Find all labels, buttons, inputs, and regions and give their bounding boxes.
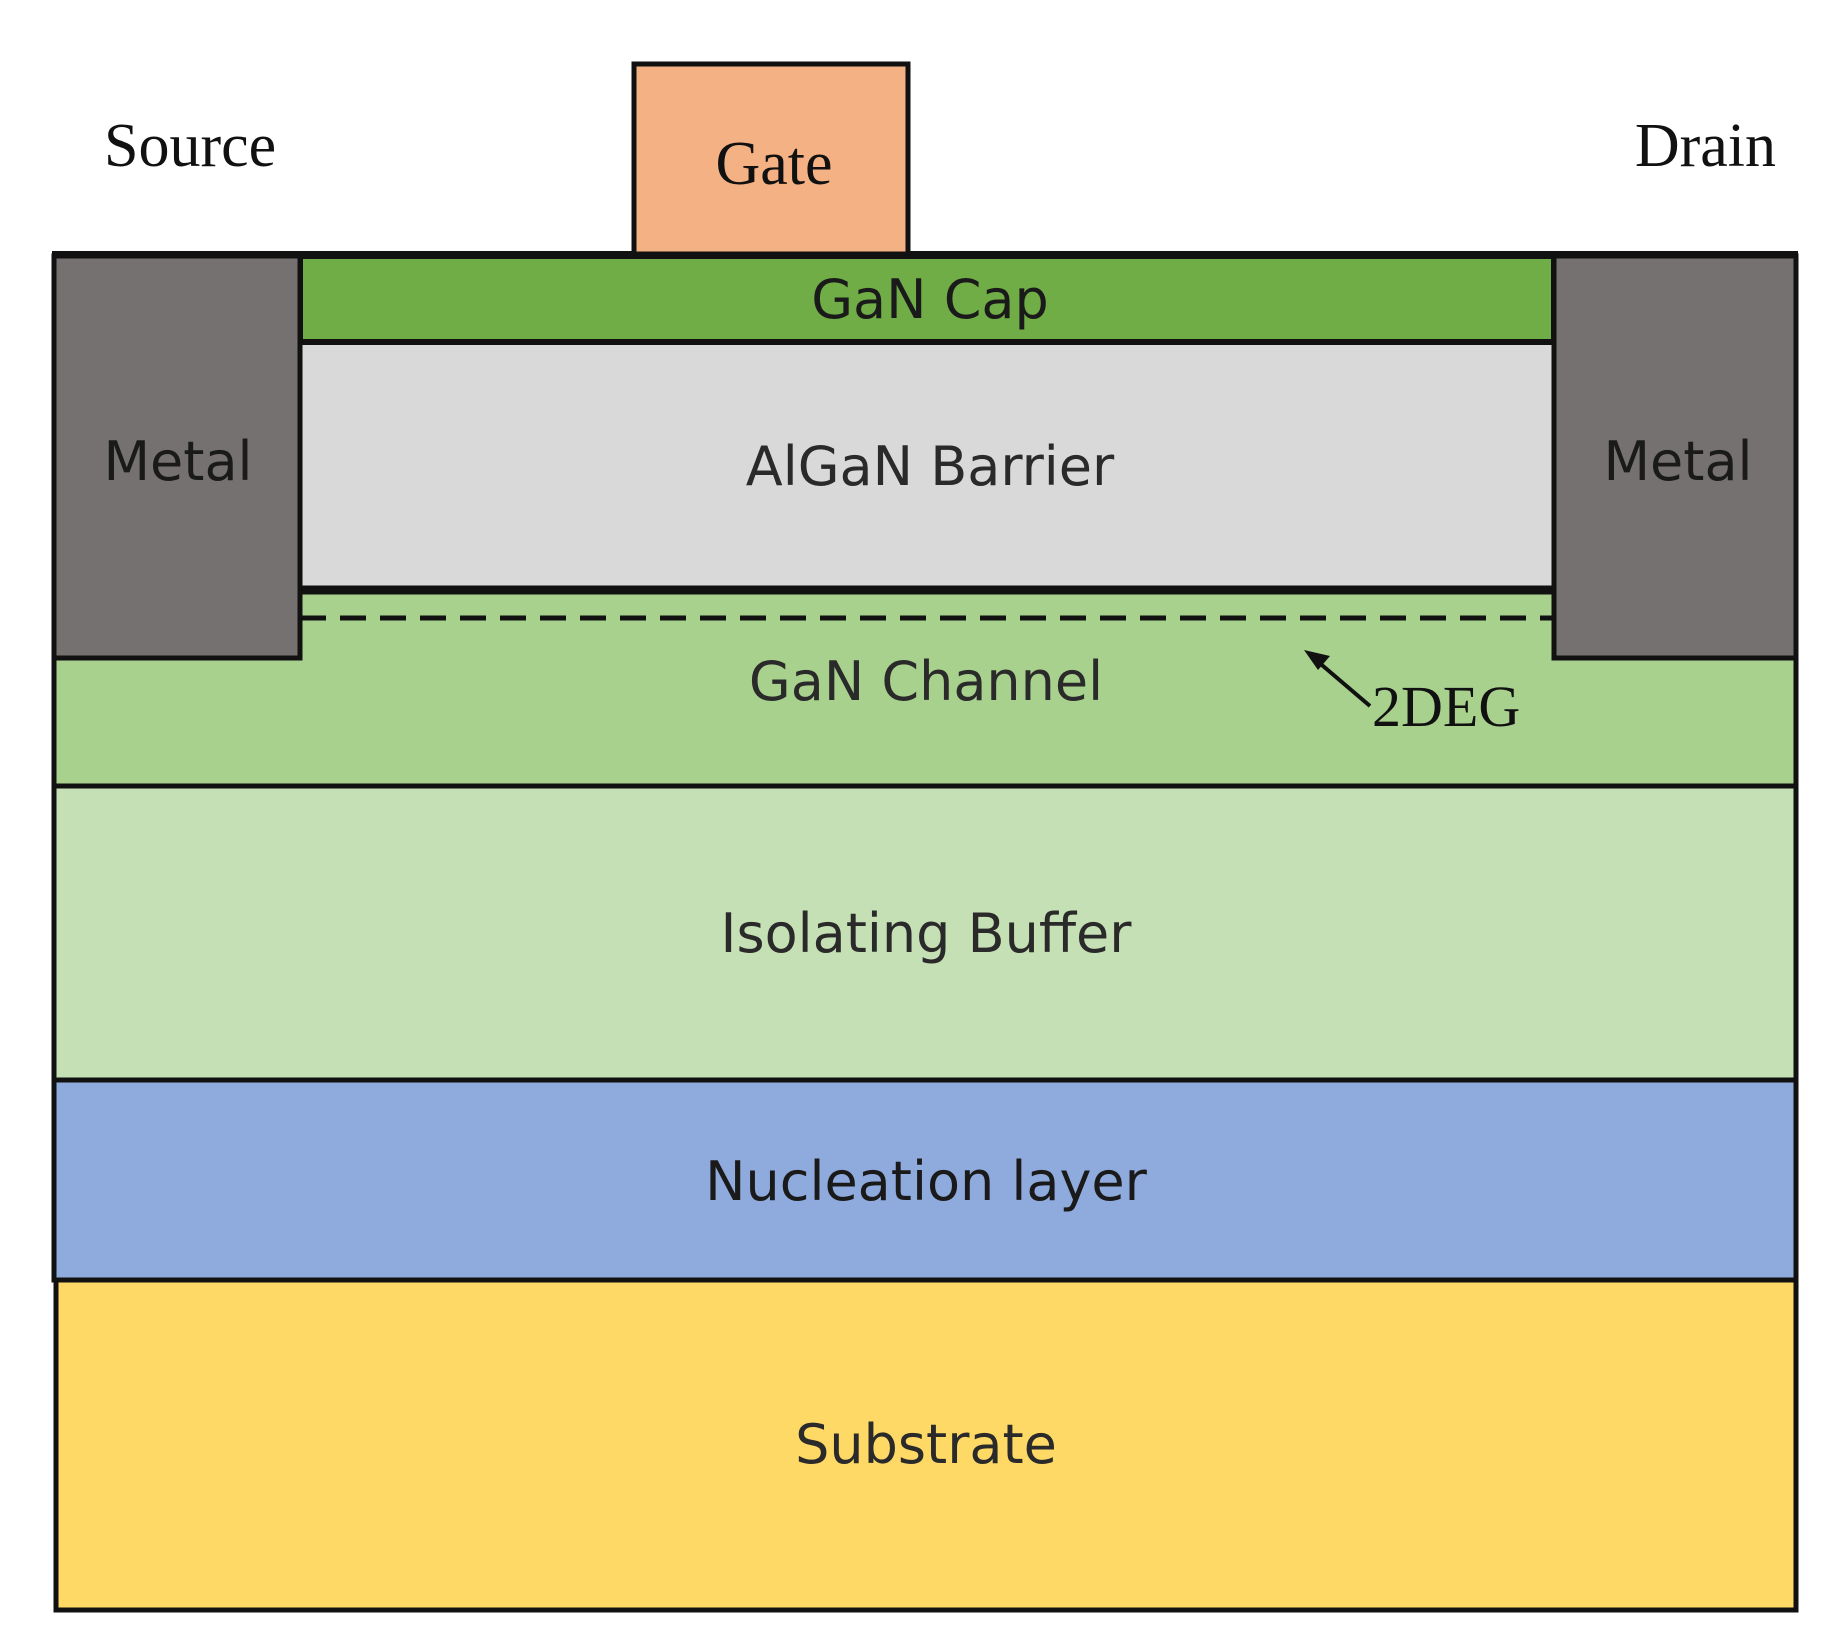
gan-cap-label: GaN Cap [811, 268, 1049, 331]
gan-channel-label: GaN Channel [749, 650, 1103, 713]
metal-contact-right [1551, 253, 1799, 661]
drain-label: Drain [1635, 112, 1776, 180]
2deg-label: 2DEG [1372, 674, 1520, 739]
2deg-arrow-head [1304, 650, 1330, 670]
algan-barrier-layer [297, 339, 1557, 591]
source-label: Source [104, 112, 276, 180]
gan-channel-layer [51, 589, 1799, 789]
algan-barrier-label: AlGaN Barrier [746, 435, 1115, 498]
gate-contact [631, 61, 911, 257]
substrate-layer [53, 1277, 1799, 1613]
metal-left-label: Metal [103, 430, 252, 493]
metal-right-label: Metal [1603, 430, 1752, 493]
substrate-label: Substrate [795, 1413, 1057, 1476]
nucleation-layer-label: Nucleation layer [705, 1150, 1148, 1213]
gate-label: Gate [715, 130, 832, 198]
isolating-buffer-label: Isolating Buffer [721, 902, 1133, 965]
2deg-arrow-shaft [1314, 658, 1372, 708]
nucleation-layer [51, 1077, 1799, 1283]
